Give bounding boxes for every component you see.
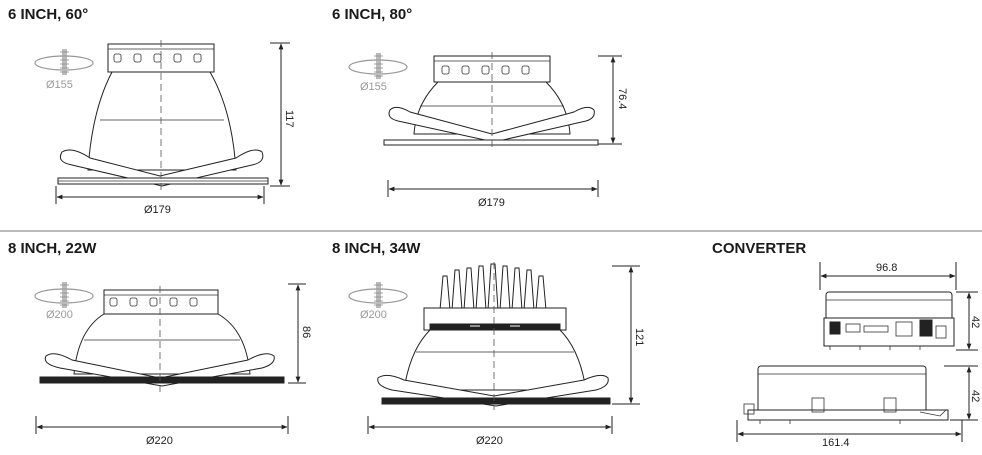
width-label: Ø220 [146, 435, 173, 447]
converter-top-width-dimension [819, 262, 957, 290]
height-label: 117 [283, 110, 295, 128]
downlight-60-drawing [57, 40, 269, 190]
converter-bottom-width-label: 161.4 [822, 437, 850, 449]
downlight-22w-drawing [39, 286, 285, 392]
converter-top-height-label: 42 [969, 316, 981, 328]
height-dimension [270, 42, 290, 187]
downlight-34w-drawing [377, 262, 611, 410]
converter-bottom-height-label: 42 [969, 390, 981, 402]
cutout-icon [34, 282, 94, 308]
height-dimension [612, 265, 640, 405]
cutout-label: Ø200 [360, 309, 387, 321]
converter-top-view-drawing [823, 291, 955, 350]
converter-top-width-label: 96.8 [876, 262, 897, 274]
height-dimension [598, 55, 622, 145]
cutout-icon [34, 49, 94, 75]
height-dimension [288, 283, 306, 384]
panel-title-8inch-22w: 8 INCH, 22W [8, 240, 97, 257]
panel-title-6inch-60: 6 INCH, 60° [8, 6, 89, 23]
height-label: 121 [633, 328, 645, 346]
width-dimension [35, 416, 289, 434]
converter-bottom-height-dimension [944, 365, 978, 421]
height-label: 76.4 [616, 88, 628, 109]
width-label: Ø179 [478, 197, 505, 209]
cutout-icon [348, 53, 408, 79]
width-dimension [387, 180, 599, 197]
width-dimension [55, 186, 265, 204]
converter-top-height-dimension [956, 291, 978, 351]
cutout-label: Ø200 [46, 309, 73, 321]
converter-bottom-width-dimension [736, 420, 963, 442]
cutout-label: Ø155 [360, 81, 387, 93]
panel-title-6inch-80: 6 INCH, 80° [332, 6, 413, 23]
width-label: Ø220 [476, 435, 503, 447]
panel-title-converter: CONVERTER [712, 240, 807, 257]
panel-title-8inch-34w: 8 INCH, 34W [332, 240, 421, 257]
width-label: Ø179 [144, 204, 171, 216]
cutout-label: Ø155 [46, 79, 73, 91]
width-dimension [367, 416, 613, 434]
cutout-icon [348, 282, 408, 308]
converter-side-view-drawing [743, 365, 949, 424]
height-label: 86 [300, 326, 312, 338]
downlight-80-drawing [383, 52, 599, 150]
